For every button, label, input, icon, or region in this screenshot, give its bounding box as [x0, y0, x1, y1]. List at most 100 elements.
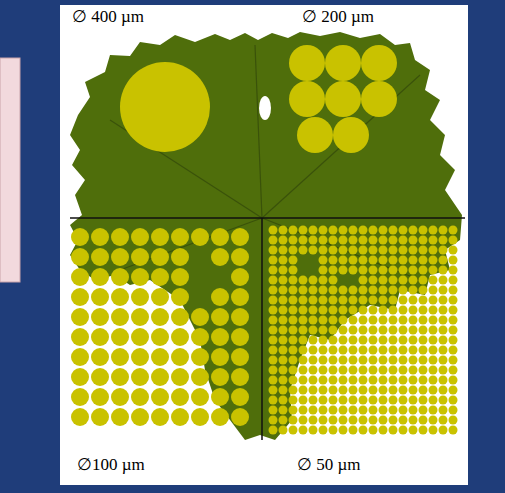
particle-100	[151, 288, 169, 306]
particle-50	[389, 236, 398, 245]
particle-50	[269, 316, 278, 325]
particle-50	[349, 236, 358, 245]
particle-50	[389, 316, 398, 325]
particle-50	[369, 266, 378, 275]
particle-100	[71, 248, 89, 266]
particle-50	[449, 246, 458, 255]
particle-50	[279, 346, 288, 355]
particle-50	[439, 326, 448, 335]
particle-50	[409, 396, 418, 405]
particle-50	[339, 296, 348, 305]
particle-50	[359, 256, 368, 265]
particle-50	[439, 336, 448, 345]
particle-50	[319, 276, 328, 285]
particle-100	[191, 408, 209, 426]
particle-50	[429, 396, 438, 405]
particle-50	[429, 376, 438, 385]
particle-50	[359, 386, 368, 395]
particle-50	[319, 416, 328, 425]
particle-100	[71, 228, 89, 246]
particle-50	[389, 256, 398, 265]
particle-50	[389, 346, 398, 355]
particle-100	[111, 348, 129, 366]
particle-50	[269, 366, 278, 375]
particle-50	[289, 406, 298, 415]
particle-50	[429, 426, 438, 435]
particle-50	[359, 246, 368, 255]
particle-50	[409, 426, 418, 435]
particle-50	[299, 246, 308, 255]
particle-50	[429, 286, 438, 295]
particle-100	[151, 368, 169, 386]
particle-50	[289, 396, 298, 405]
particle-50	[339, 356, 348, 365]
particle-50	[369, 406, 378, 415]
particle-50	[429, 236, 438, 245]
particle-50	[429, 316, 438, 325]
particle-50	[379, 406, 388, 415]
particle-50	[369, 346, 378, 355]
particle-50	[409, 276, 418, 285]
particle-50	[409, 346, 418, 355]
particle-50	[439, 256, 448, 265]
particle-50	[439, 346, 448, 355]
particle-50	[329, 336, 338, 345]
particle-50	[379, 306, 388, 315]
particle-50	[369, 306, 378, 315]
particle-100	[231, 348, 249, 366]
particle-50	[389, 336, 398, 345]
particle-50	[289, 226, 298, 235]
particle-100	[211, 288, 229, 306]
particle-50	[299, 416, 308, 425]
particle-50	[289, 296, 298, 305]
particle-50	[329, 286, 338, 295]
particle-100	[151, 388, 169, 406]
particle-50	[449, 306, 458, 315]
particle-50	[419, 406, 428, 415]
particle-100	[211, 328, 229, 346]
particle-50	[289, 346, 298, 355]
particle-50	[319, 346, 328, 355]
particle-50	[399, 396, 408, 405]
particle-100	[231, 368, 249, 386]
particle-50	[329, 366, 338, 375]
particle-50	[349, 376, 358, 385]
particle-50	[309, 376, 318, 385]
particle-100	[171, 268, 189, 286]
particle-50	[449, 336, 458, 345]
divider-line	[70, 217, 465, 219]
particle-50	[409, 356, 418, 365]
particle-50	[389, 246, 398, 255]
particle-50	[439, 396, 448, 405]
particle-100	[111, 248, 129, 266]
particle-400	[120, 62, 210, 152]
particle-50	[309, 296, 318, 305]
particle-50	[379, 376, 388, 385]
particle-50	[309, 356, 318, 365]
dimension-label: ∅100 µm	[75, 455, 147, 475]
particle-50	[419, 356, 428, 365]
particle-50	[289, 236, 298, 245]
particle-50	[339, 266, 348, 275]
particle-50	[399, 296, 408, 305]
particle-50	[319, 296, 328, 305]
particle-50	[309, 316, 318, 325]
particle-50	[419, 276, 428, 285]
particle-50	[399, 276, 408, 285]
particle-50	[339, 426, 348, 435]
particle-50	[379, 396, 388, 405]
particle-50	[429, 346, 438, 355]
particle-100	[191, 308, 209, 326]
particle-50	[409, 226, 418, 235]
particle-50	[279, 306, 288, 315]
particle-50	[339, 246, 348, 255]
particle-50	[269, 386, 278, 395]
particle-50	[349, 416, 358, 425]
particle-50	[269, 396, 278, 405]
particle-50	[399, 356, 408, 365]
particle-50	[289, 366, 298, 375]
particle-50	[449, 366, 458, 375]
particle-100	[71, 268, 89, 286]
particle-50	[379, 276, 388, 285]
particle-50	[319, 306, 328, 315]
